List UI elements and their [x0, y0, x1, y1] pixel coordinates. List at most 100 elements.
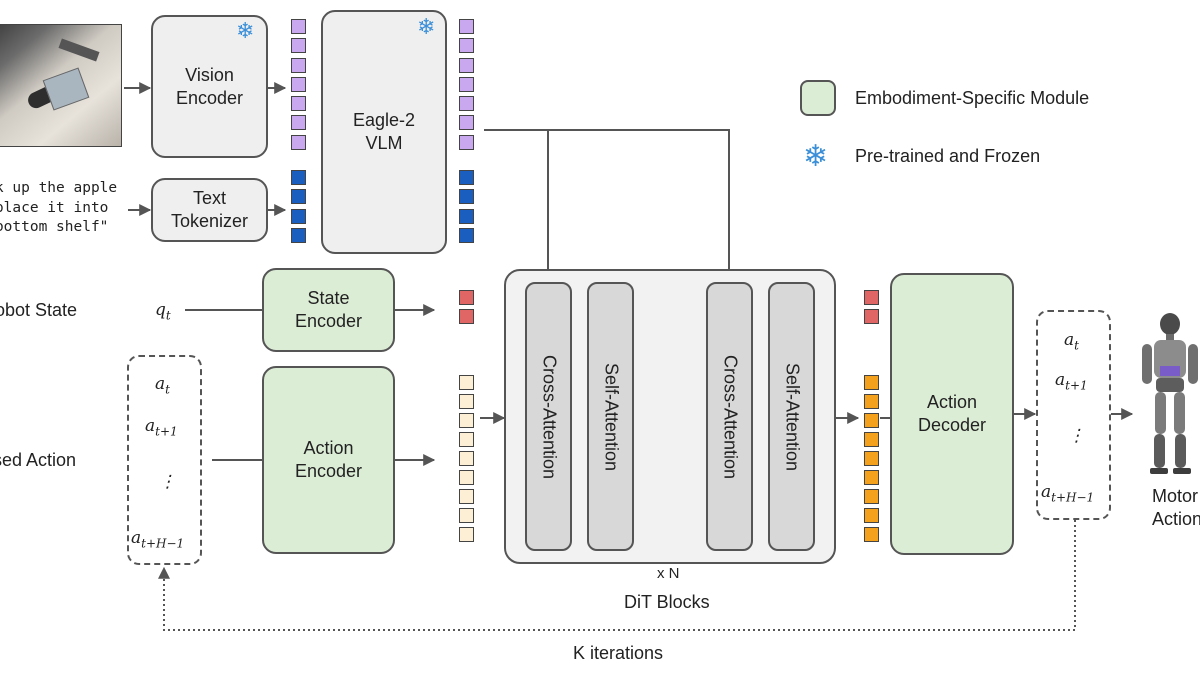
noised-token	[459, 375, 474, 390]
vlm-text-token-stack	[459, 170, 474, 243]
text-token	[459, 170, 474, 185]
noised-token	[459, 489, 474, 504]
motor-action-label: Motor Action	[1152, 486, 1200, 529]
text-token	[459, 227, 474, 243]
noised-token	[459, 432, 474, 447]
legend-green-swatch	[800, 80, 836, 116]
noised-action-token-stack	[459, 375, 474, 542]
action-symbol: at+1	[1055, 370, 1088, 393]
noised-token	[459, 508, 474, 523]
state-symbol: qt	[155, 300, 171, 323]
action-encoder: Action Encoder	[262, 366, 395, 554]
text-tokenizer-label: Text Tokenizer	[170, 188, 249, 231]
cross-attention-label: Cross-Attention	[720, 354, 740, 479]
output-token	[864, 489, 879, 504]
noised-action-sequence	[127, 355, 202, 565]
action-decoder-label: Action Decoder	[917, 392, 987, 435]
cross-attention-block: Cross-Attention	[525, 282, 572, 551]
self-attention-block: Self-Attention	[768, 282, 815, 551]
cross-attention-label: Cross-Attention	[539, 354, 559, 479]
state-token	[864, 290, 879, 305]
vision-token	[291, 115, 306, 131]
state-token	[459, 309, 474, 325]
vision-token	[291, 134, 306, 150]
robot-state-label: Robot State	[0, 300, 78, 320]
text-token	[291, 208, 306, 224]
vision-token	[291, 57, 306, 73]
vision-encoder: Vision Encoder	[151, 15, 268, 158]
action-decoder: Action Decoder	[890, 273, 1014, 555]
robot-camera-image	[0, 24, 122, 147]
eagle2-vlm: Eagle-2 VLM	[321, 10, 447, 254]
output-token	[864, 451, 879, 466]
output-token	[864, 432, 879, 447]
state-token-stack	[459, 290, 474, 325]
predicted-action-sequence	[1036, 310, 1111, 520]
k-iterations-label: K iterations	[573, 643, 664, 663]
vision-token	[291, 38, 306, 54]
output-token	[864, 527, 879, 542]
legend-frozen-label: Pre-trained and Frozen	[855, 146, 1041, 166]
state-encoder-label: State Encoder	[294, 288, 363, 331]
ellipsis-symbol: ⋮	[159, 472, 176, 492]
text-token	[291, 227, 306, 243]
frozen-snowflake-icon: ❄	[236, 18, 255, 43]
output-token	[864, 413, 879, 428]
repeat-count-label: x N	[657, 565, 680, 582]
noised-token	[459, 394, 474, 409]
state-token	[864, 309, 879, 325]
instruction-text: "Pick up the apple and place it into the…	[0, 180, 118, 235]
action-encoder-label: Action Encoder	[294, 438, 363, 481]
self-attention-block: Self-Attention	[587, 282, 634, 551]
action-symbol: at	[1064, 330, 1079, 353]
dit-blocks-title: DiT Blocks	[624, 592, 710, 612]
output-token	[864, 508, 879, 523]
output-action-token-stack	[864, 375, 879, 542]
noised-action-label: Noised Action	[0, 450, 77, 470]
vision-token	[291, 96, 306, 112]
vision-token	[459, 96, 474, 112]
action-symbol: at+H−1	[1041, 482, 1095, 505]
humanoid-robot-icon	[1142, 313, 1198, 474]
text-token	[291, 189, 306, 205]
noised-token	[459, 413, 474, 428]
noised-token	[459, 527, 474, 542]
vision-token	[459, 38, 474, 54]
action-symbol: at+1	[145, 416, 178, 439]
vlm-vision-token-stack	[459, 19, 474, 150]
output-token	[864, 375, 879, 390]
state-encoder: State Encoder	[262, 268, 395, 352]
text-token	[459, 208, 474, 224]
action-symbol: at	[155, 374, 170, 397]
vision-token	[459, 134, 474, 150]
legend-snowflake-icon: ❄	[803, 140, 829, 173]
vision-token	[459, 76, 474, 92]
vision-token-stack	[291, 19, 306, 150]
output-token	[864, 394, 879, 409]
state-token	[459, 290, 474, 305]
legend-embodiment-label: Embodiment-Specific Module	[855, 88, 1090, 108]
vision-token	[291, 19, 306, 34]
vlm-label: Eagle-2 VLM	[352, 110, 416, 153]
cross-attention-block: Cross-Attention	[706, 282, 753, 551]
noised-token	[459, 470, 474, 485]
output-token	[864, 470, 879, 485]
self-attention-label: Self-Attention	[782, 362, 802, 471]
noised-token	[459, 451, 474, 466]
text-token-stack	[291, 170, 306, 243]
vision-token	[459, 57, 474, 73]
text-token	[459, 189, 474, 205]
vision-token	[459, 115, 474, 131]
text-tokenizer: Text Tokenizer	[151, 178, 268, 242]
vision-encoder-label: Vision Encoder	[175, 64, 244, 108]
action-symbol: at+H−1	[131, 528, 185, 551]
legend: Embodiment-Specific Module ❄ Pre-trained…	[800, 80, 1190, 180]
self-attention-label: Self-Attention	[601, 362, 621, 471]
vision-token	[291, 76, 306, 92]
ellipsis-symbol: ⋮	[1068, 426, 1085, 446]
frozen-snowflake-icon: ❄	[417, 14, 436, 39]
text-token	[291, 170, 306, 185]
vision-token	[459, 19, 474, 34]
output-state-token-stack	[864, 290, 879, 325]
